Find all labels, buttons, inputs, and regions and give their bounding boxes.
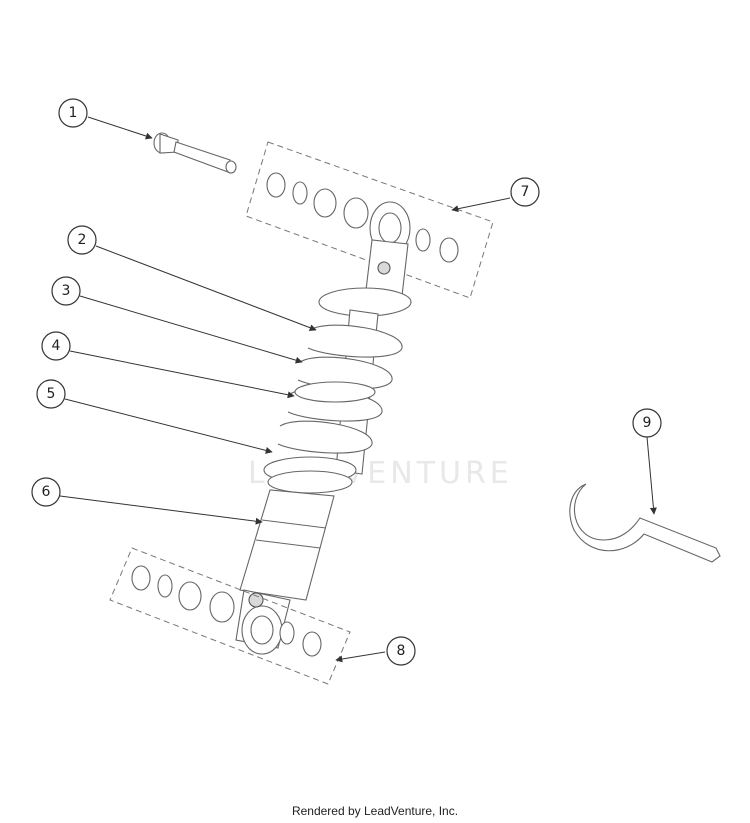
svg-text:5: 5 xyxy=(47,386,56,402)
leader-7 xyxy=(451,197,511,213)
svg-text:9: 9 xyxy=(643,415,652,431)
upper-bushing-kit[interactable] xyxy=(245,141,494,299)
leader-3 xyxy=(79,295,303,364)
leader-9 xyxy=(646,436,657,515)
footer-credit: Rendered by LeadVenture, Inc. xyxy=(291,804,459,818)
leader-6 xyxy=(59,495,263,525)
leader-1 xyxy=(87,116,153,140)
leader-2 xyxy=(95,245,317,332)
svg-text:3: 3 xyxy=(62,283,71,299)
callout-4[interactable]: 4 xyxy=(41,331,71,361)
callout-2[interactable]: 2 xyxy=(67,225,97,255)
callout-1[interactable]: 1 xyxy=(58,98,88,128)
callout-3[interactable]: 3 xyxy=(51,276,81,306)
spanner-wrench-part[interactable] xyxy=(569,483,721,563)
svg-text:4: 4 xyxy=(52,338,61,354)
callout-5[interactable]: 5 xyxy=(36,379,66,409)
svg-text:1: 1 xyxy=(69,105,78,121)
callout-6[interactable]: 6 xyxy=(31,477,61,507)
leader-8 xyxy=(335,651,386,663)
svg-text:8: 8 xyxy=(397,643,406,659)
bolt-part[interactable] xyxy=(153,132,237,174)
callout-9[interactable]: 9 xyxy=(632,408,662,438)
callout-7[interactable]: 7 xyxy=(510,177,540,207)
callout-8[interactable]: 8 xyxy=(386,636,416,666)
leader-4 xyxy=(69,350,295,399)
svg-text:2: 2 xyxy=(78,232,87,248)
svg-text:6: 6 xyxy=(42,484,51,500)
leader-5 xyxy=(64,398,273,454)
svg-text:7: 7 xyxy=(521,184,530,200)
shock-absorber[interactable] xyxy=(235,201,412,655)
lower-bushing-kit[interactable] xyxy=(109,547,351,685)
